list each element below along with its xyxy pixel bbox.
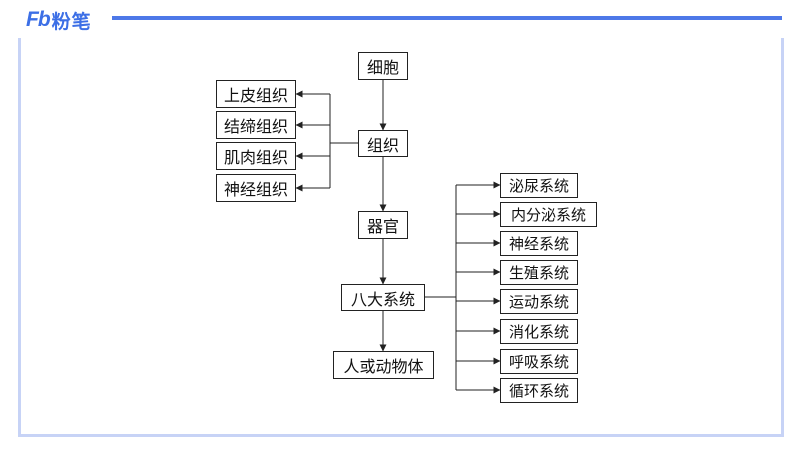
node-system: 消化系统 xyxy=(500,319,578,344)
logo-mark: Fb xyxy=(26,8,51,31)
content-frame xyxy=(18,38,784,437)
node-systems-group: 八大系统 xyxy=(341,284,425,311)
node-system: 呼吸系统 xyxy=(500,349,578,374)
node-system: 循环系统 xyxy=(500,378,578,403)
node-system: 运动系统 xyxy=(500,289,578,314)
node-tissue-type: 肌肉组织 xyxy=(216,142,296,170)
node-system: 内分泌系统 xyxy=(500,202,597,227)
node-tissue-type: 神经组织 xyxy=(216,174,296,202)
header-rule xyxy=(112,16,782,20)
node-system: 生殖系统 xyxy=(500,260,578,285)
node-tissue-type: 上皮组织 xyxy=(216,80,296,108)
node-cell: 细胞 xyxy=(358,52,408,80)
node-organ: 器官 xyxy=(358,211,408,239)
node-tissue-type: 结缔组织 xyxy=(216,111,296,139)
node-body: 人或动物体 xyxy=(333,351,434,379)
node-tissue: 组织 xyxy=(358,130,408,157)
logo-text: 粉笔 xyxy=(51,10,92,33)
brand-logo: Fb 粉笔 xyxy=(26,8,92,33)
node-system: 神经系统 xyxy=(500,231,578,256)
node-system: 泌尿系统 xyxy=(500,173,578,198)
